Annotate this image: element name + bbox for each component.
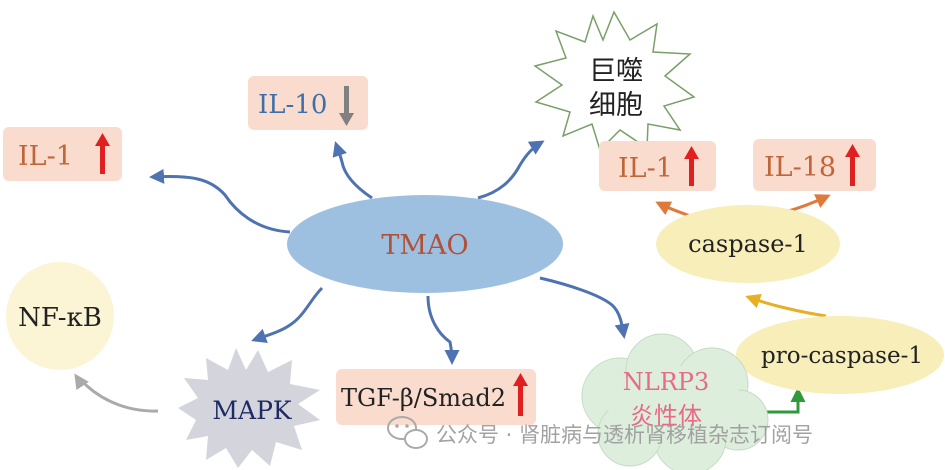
up-arrow-icon — [513, 373, 528, 416]
macrophage-node: 巨噬 细胞 — [533, 10, 696, 152]
tgf-box — [336, 369, 536, 425]
macrophage-label-line1: 巨噬 — [589, 56, 643, 87]
il1-right-label: IL-1 — [618, 153, 673, 184]
nfkb-circle — [6, 262, 114, 370]
il1-left-label: IL-1 — [18, 141, 73, 172]
caspase1-label: caspase-1 — [688, 230, 808, 258]
il1-left-box — [3, 127, 122, 181]
pro-caspase1-ellipse — [736, 316, 944, 394]
up-arrow-icon — [684, 146, 699, 186]
il10-node: IL-10 — [248, 76, 368, 130]
pro-caspase1-label: pro-caspase-1 — [761, 343, 923, 369]
nlrp3-cloud-shape — [581, 333, 769, 470]
arrow-tmao-to-macrophage — [477, 140, 545, 200]
up-arrow-icon — [845, 144, 860, 186]
wechat-icon — [387, 416, 428, 449]
watermark-text: 公众号 · 肾脏病与透析肾移植杂志订阅号 — [436, 423, 813, 447]
tgf-label: TGF-β/Smad2 — [341, 384, 506, 412]
il18-label: IL-18 — [764, 152, 836, 183]
nfkb-node: NF-κB — [6, 262, 114, 370]
mapk-burst-shape — [178, 348, 320, 468]
up-arrow-icon — [95, 133, 110, 174]
nlrp3-label-line1: NLRP3 — [623, 368, 709, 396]
arrow-procaspase-to-caspase1 — [745, 294, 827, 318]
nlrp3-node: NLRP3 炎性体 — [581, 333, 769, 470]
il18-box — [753, 139, 876, 191]
arrow-tmao-to-nlrp3 — [539, 276, 630, 339]
tmao-label: TMAO — [381, 230, 468, 261]
arrow-tmao-to-il10 — [332, 141, 373, 200]
caspase1-node: caspase-1 — [656, 205, 840, 283]
macrophage-label-line2: 细胞 — [589, 90, 643, 121]
nlrp3-label-line2: 炎性体 — [630, 402, 702, 430]
arrow-nlrp3-to-procaspase — [765, 387, 806, 414]
tmao-ellipse — [287, 195, 563, 293]
arrow-tmao-to-il1-left — [149, 168, 291, 234]
il10-label: IL-10 — [258, 90, 327, 120]
arrow-caspase1-to-il18 — [784, 194, 831, 214]
pro-caspase1-node: pro-caspase-1 — [736, 316, 944, 394]
down-arrow-icon — [339, 86, 354, 126]
arrow-mapk-to-nfkb — [74, 373, 159, 413]
arrow-tmao-to-mapk — [251, 286, 324, 343]
tgf-node: TGF-β/Smad2 — [336, 369, 536, 425]
il1-right-node: IL-1 — [599, 141, 716, 191]
nfkb-label: NF-κB — [18, 303, 102, 333]
il18-node: IL-18 — [753, 139, 876, 191]
caspase1-ellipse — [656, 205, 840, 283]
watermark: 公众号 · 肾脏病与透析肾移植杂志订阅号 — [387, 416, 813, 449]
il1-left-node: IL-1 — [3, 127, 122, 181]
connectors — [74, 140, 831, 414]
tmao-node: TMAO — [287, 195, 563, 293]
il1-right-box — [599, 141, 716, 191]
mapk-node: MAPK — [178, 348, 320, 468]
mapk-label: MAPK — [212, 396, 292, 425]
arrow-tmao-to-tgf — [426, 295, 460, 365]
il10-box — [248, 76, 368, 130]
